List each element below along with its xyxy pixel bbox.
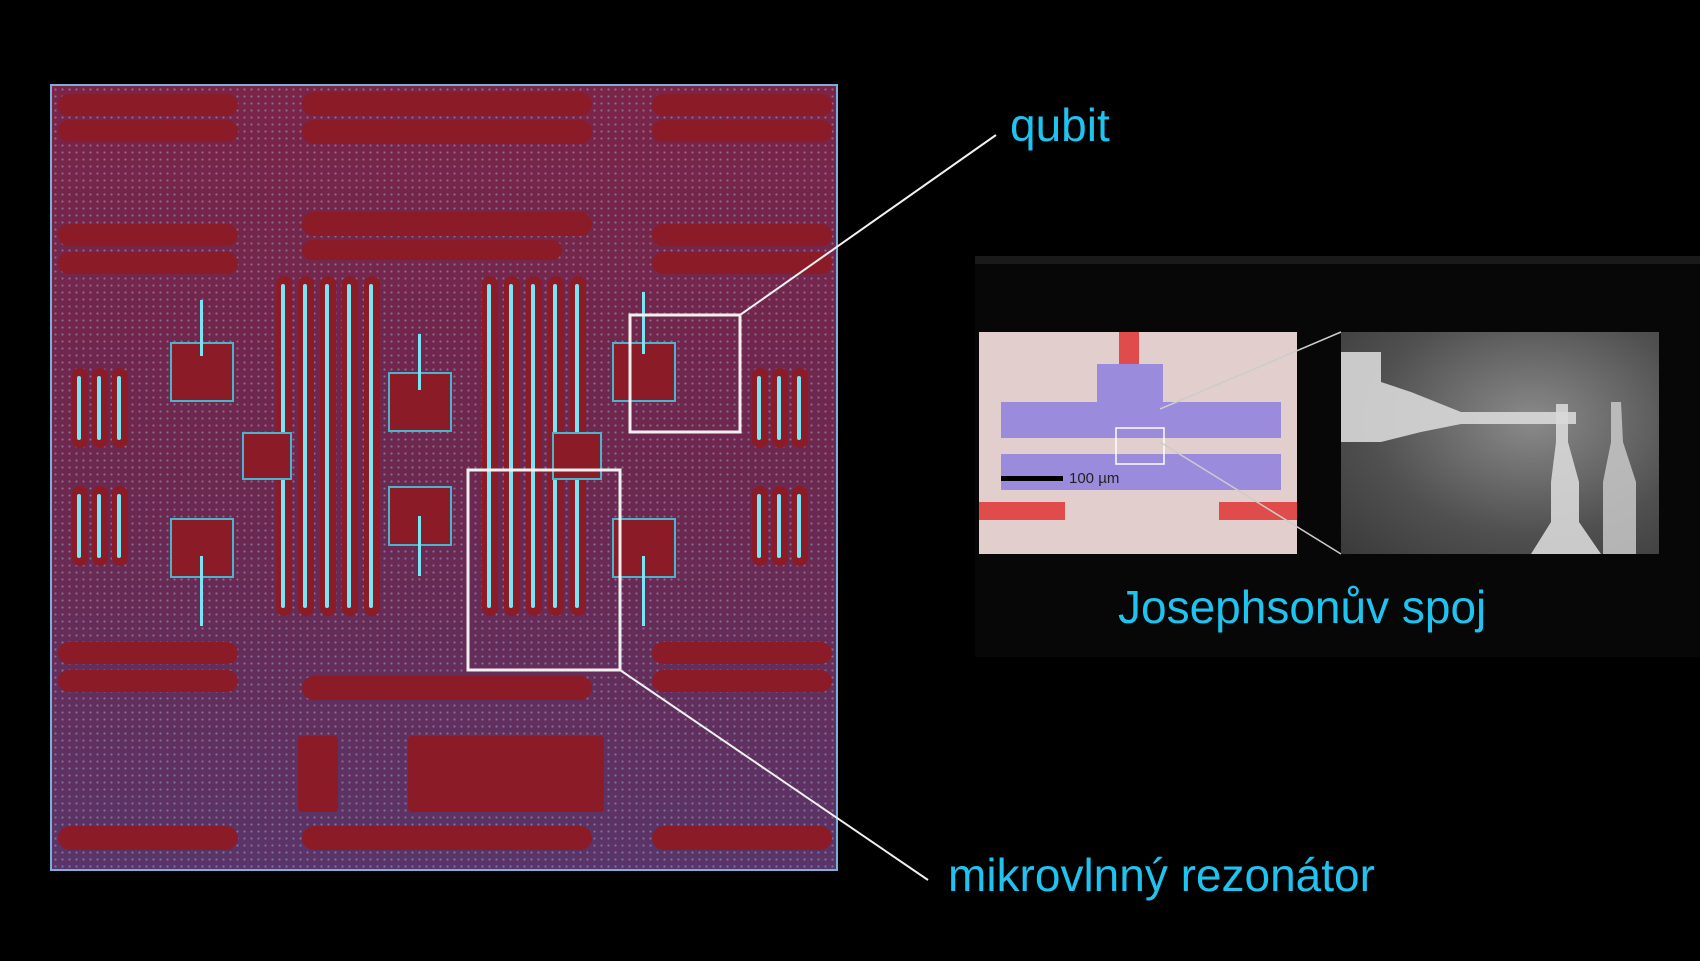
qubit-line bbox=[642, 292, 645, 354]
side-resonator bbox=[792, 368, 808, 448]
qubit-pad bbox=[242, 432, 292, 480]
side-resonator bbox=[112, 368, 128, 448]
side-resonator bbox=[792, 486, 808, 566]
vertical-resonator bbox=[504, 276, 520, 616]
resonator-pad bbox=[58, 94, 238, 116]
resonator-callout-line bbox=[619, 669, 929, 881]
sem-center-electrode bbox=[1531, 404, 1601, 554]
resonator-pad bbox=[302, 120, 592, 144]
resonator-pad bbox=[652, 224, 832, 246]
capacitor-bottom bbox=[1001, 454, 1281, 490]
capacitor-top-stub bbox=[1097, 364, 1163, 404]
vertical-resonator bbox=[298, 276, 314, 616]
josephson-junction-panel: 100 µm Josephsonův spoj bbox=[975, 256, 1700, 657]
side-resonator bbox=[112, 486, 128, 566]
sem-left-electrode bbox=[1341, 352, 1576, 442]
side-resonator bbox=[752, 368, 768, 448]
side-resonator bbox=[92, 486, 108, 566]
side-resonator bbox=[752, 486, 768, 566]
capacitor-top bbox=[1001, 402, 1281, 438]
zoom-lines bbox=[1159, 331, 1342, 555]
feed-line-left bbox=[979, 502, 1065, 520]
test-structure bbox=[408, 736, 604, 812]
scale-bar bbox=[1001, 476, 1063, 481]
scale-bar-label: 100 µm bbox=[1069, 470, 1120, 487]
resonator-pad bbox=[652, 642, 832, 664]
resonator-callout-box bbox=[466, 468, 622, 672]
side-resonator bbox=[772, 368, 788, 448]
qubit-line bbox=[418, 334, 421, 390]
vertical-resonator bbox=[526, 276, 542, 616]
resonator-pad bbox=[652, 120, 832, 142]
resonator-label: mikrovlnný rezonátor bbox=[948, 849, 1375, 901]
resonator-pad bbox=[58, 826, 238, 850]
junction-label: Josephsonův spoj bbox=[1118, 581, 1487, 633]
qubit-callout-box bbox=[628, 313, 742, 434]
resonator-pad bbox=[652, 252, 832, 274]
resonator-pad bbox=[302, 676, 592, 700]
vertical-resonator bbox=[342, 276, 358, 616]
qubit-line bbox=[418, 516, 421, 576]
resonator-pad bbox=[58, 642, 238, 664]
resonator-pad bbox=[302, 826, 592, 850]
sem-right-electrode bbox=[1603, 402, 1636, 554]
qubit-line bbox=[642, 556, 645, 626]
vertical-resonator bbox=[364, 276, 380, 616]
resonator-pad bbox=[652, 826, 832, 850]
qubit-line bbox=[200, 300, 203, 356]
qubit-line bbox=[200, 556, 203, 626]
junction-optical-image: 100 µm bbox=[979, 332, 1297, 554]
resonator-pad bbox=[652, 94, 832, 116]
side-resonator bbox=[92, 368, 108, 448]
resonator-pad bbox=[302, 212, 592, 236]
chip-micrograph bbox=[50, 84, 838, 871]
qubit-callout-line bbox=[739, 134, 997, 316]
vertical-resonator bbox=[320, 276, 336, 616]
qubit-pad bbox=[552, 432, 602, 480]
vertical-resonator bbox=[482, 276, 498, 616]
resonator-pad bbox=[58, 670, 238, 692]
side-resonator bbox=[772, 486, 788, 566]
resonator-pad bbox=[58, 120, 238, 142]
side-resonator bbox=[72, 368, 88, 448]
resonator-pad bbox=[58, 252, 238, 274]
resonator-pad bbox=[58, 224, 238, 246]
resonator-pad bbox=[302, 92, 592, 116]
junction-zoom-box bbox=[1115, 427, 1165, 465]
qubit-label: qubit bbox=[1010, 99, 1110, 151]
resonator-pad bbox=[652, 670, 832, 692]
resonator-pad bbox=[302, 240, 562, 260]
test-structure bbox=[298, 736, 338, 812]
side-resonator bbox=[72, 486, 88, 566]
junction-sem-image bbox=[1341, 332, 1659, 554]
